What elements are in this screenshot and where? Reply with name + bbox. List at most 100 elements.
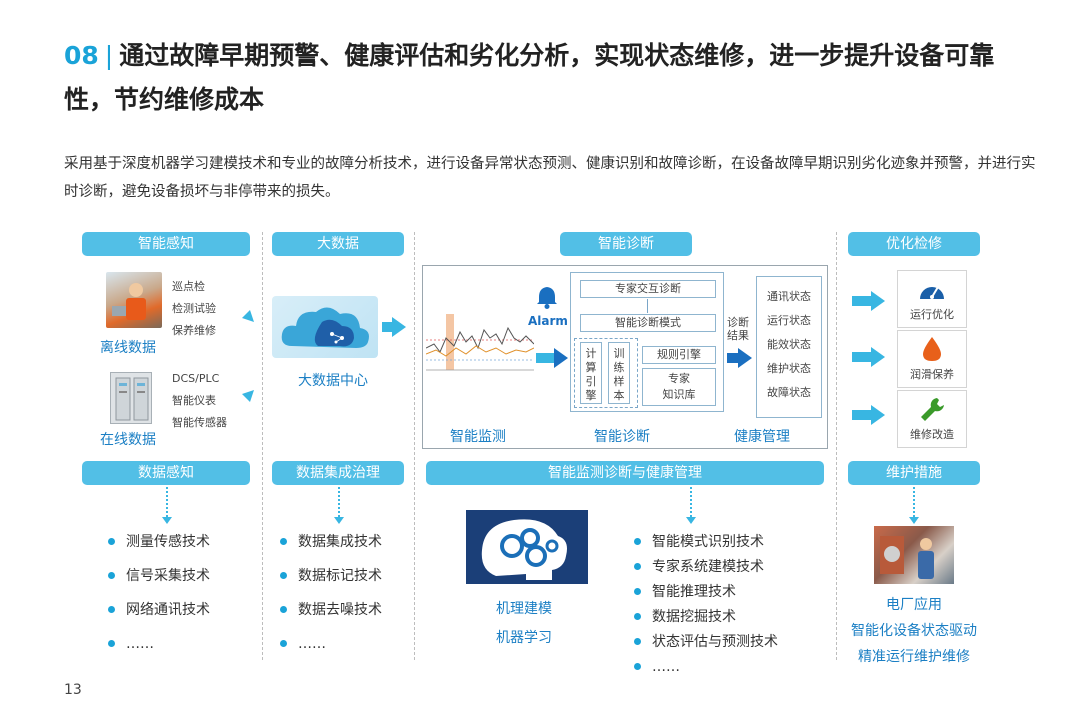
diagnosis-bullet-list: 智能模式识别技术 专家系统建模技术 智能推理技术 数据挖掘技术 状态评估与预测技… (630, 532, 820, 682)
online-item-sensor: 智能传感器 (172, 416, 227, 429)
monitor-arrow-shaft (536, 353, 556, 363)
list-item: 网络通讯技术 (104, 600, 254, 634)
monitor-arrow-icon (554, 348, 568, 368)
state-maintenance: 维护状态 (767, 362, 811, 375)
card-label: 维修改造 (910, 428, 954, 441)
cloud-icon (272, 296, 378, 358)
page-number: 13 (64, 682, 82, 698)
intro-paragraph: 采用基于深度机器学习建模技术和专业的故障分析技术，进行设备异常状态预测、健康识别… (64, 156, 1036, 200)
label-health-management: 健康管理 (734, 429, 790, 445)
compute-engine-box: 计算引擎 (580, 342, 602, 404)
maint-arrow1-shaft (852, 296, 872, 306)
header-bigdata: 大数据 (272, 232, 404, 256)
list-item: 测量传感技术 (104, 532, 254, 566)
wrench-icon (921, 398, 944, 421)
alarm-bell-icon (534, 284, 560, 314)
offline-item-inspection: 巡点检 (172, 280, 205, 293)
list-item: 智能推理技术 (630, 582, 820, 607)
list-item: 智能模式识别技术 (630, 532, 820, 557)
caption-power-plant: 电厂应用 (886, 597, 942, 613)
list-item: 专家系统建模技术 (630, 557, 820, 582)
compute-engine-label: 计算引擎 (585, 347, 597, 402)
bigdata-arrow-icon (392, 317, 406, 337)
online-arrow-icon (232, 388, 256, 416)
maintenance-down-arrow (909, 487, 919, 524)
engine-group-box (574, 338, 638, 408)
list-item: 状态评估与预测技术 (630, 632, 820, 657)
header-perception: 智能感知 (82, 232, 250, 256)
online-item-instrument: 智能仪表 (172, 394, 216, 407)
page-title: 08|通过故障早期预警、健康评估和劣化分析，实现状态维修，进一步提升设备可靠性，… (64, 34, 1044, 122)
result-arrow-shaft (727, 353, 739, 363)
state-fault: 故障状态 (767, 386, 811, 399)
footer-monitoring-health: 智能监测诊断与健康管理 (426, 461, 824, 485)
online-data-label: 在线数据 (100, 432, 156, 448)
expert-knowledge-box: 专家 知识库 (642, 368, 716, 406)
bigdata-down-arrow (334, 487, 344, 524)
card-label: 运行优化 (910, 308, 954, 321)
oil-drop-icon (923, 337, 941, 361)
control-cabinet-icon (110, 372, 152, 424)
health-states-box: 通讯状态 运行状态 能效状态 维护状态 故障状态 (756, 276, 822, 418)
label-monitoring: 智能监测 (450, 429, 506, 445)
footer-maintenance-measures: 维护措施 (848, 461, 980, 485)
header-maintenance: 优化检修 (848, 232, 980, 256)
perception-down-arrow (162, 487, 172, 524)
online-item-dcs: DCS/PLC (172, 372, 220, 385)
bigdata-bullet-list: 数据集成技术 数据标记技术 数据去噪技术 …… (276, 532, 416, 668)
card-lubrication: 润滑保养 (897, 330, 967, 388)
card-label: 润滑保养 (910, 368, 954, 381)
alarm-label: Alarm (528, 314, 568, 328)
brain-gears-image (466, 510, 588, 584)
expert-kb-line1: 专家 (668, 372, 690, 385)
caption-state-driven: 智能化设备状态驱动 (851, 623, 977, 639)
list-item: 数据标记技术 (276, 566, 416, 600)
list-item: …… (276, 634, 416, 668)
maint-arrow1-icon (871, 291, 885, 311)
diagnosis-mode-box: 智能诊断模式 (580, 314, 716, 332)
header-diagnosis: 智能诊断 (560, 232, 692, 256)
maint-arrow2-icon (871, 347, 885, 367)
state-operation: 运行状态 (767, 314, 811, 327)
card-repair: 维修改造 (897, 390, 967, 448)
list-item: …… (104, 634, 254, 668)
card-operation-optimization: 运行优化 (897, 270, 967, 328)
list-item: 数据挖掘技术 (630, 607, 820, 632)
mechanism-modeling-label: 机理建模 (496, 601, 552, 617)
diag-result-line2: 结果 (727, 329, 749, 342)
offline-item-testing: 检测试验 (172, 302, 216, 315)
label-diagnosis: 智能诊断 (594, 429, 650, 445)
monitoring-chart-graphic (425, 308, 535, 378)
expert-kb-line2: 知识库 (662, 388, 696, 401)
section-number: 08 (64, 41, 99, 70)
title-text: 通过故障早期预警、健康评估和劣化分析，实现状态维修，进一步提升设备可靠性，节约维… (64, 41, 995, 114)
list-item: 数据去噪技术 (276, 600, 416, 634)
diagnosis-result-label: 诊断 结果 (727, 316, 749, 342)
maintenance-captions: 电厂应用 智能化设备状态驱动 精准运行维护维修 (848, 592, 980, 670)
column-divider (262, 232, 263, 660)
result-arrow-icon (738, 348, 752, 368)
maint-arrow3-icon (871, 405, 885, 425)
offline-items: 巡点检 检测试验 保养维修 (172, 276, 242, 342)
bigdata-center-label: 大数据中心 (298, 373, 368, 389)
state-efficiency: 能效状态 (767, 338, 811, 351)
bigdata-arrow-shaft (382, 322, 392, 332)
column-divider (414, 232, 415, 660)
rule-engine-box: 规则引擎 (642, 346, 716, 364)
machine-learning-label: 机器学习 (496, 630, 552, 646)
expert-interaction-box: 专家交互诊断 (580, 280, 716, 298)
connector-line (647, 299, 648, 313)
training-samples-box: 训练样本 (608, 342, 630, 404)
diag-result-line1: 诊断 (727, 316, 749, 329)
caption-precise-maintenance: 精准运行维护维修 (858, 649, 970, 665)
perception-bullet-list: 测量传感技术 信号采集技术 网络通讯技术 …… (104, 532, 254, 668)
gauge-icon (920, 286, 944, 299)
title-separator: | (104, 41, 114, 70)
maint-arrow3-shaft (852, 410, 872, 420)
list-item: 数据集成技术 (276, 532, 416, 566)
state-communication: 通讯状态 (767, 290, 811, 303)
inspection-worker-photo (106, 272, 162, 328)
maint-arrow2-shaft (852, 352, 872, 362)
list-item: 信号采集技术 (104, 566, 254, 600)
footer-data-governance: 数据集成治理 (272, 461, 404, 485)
